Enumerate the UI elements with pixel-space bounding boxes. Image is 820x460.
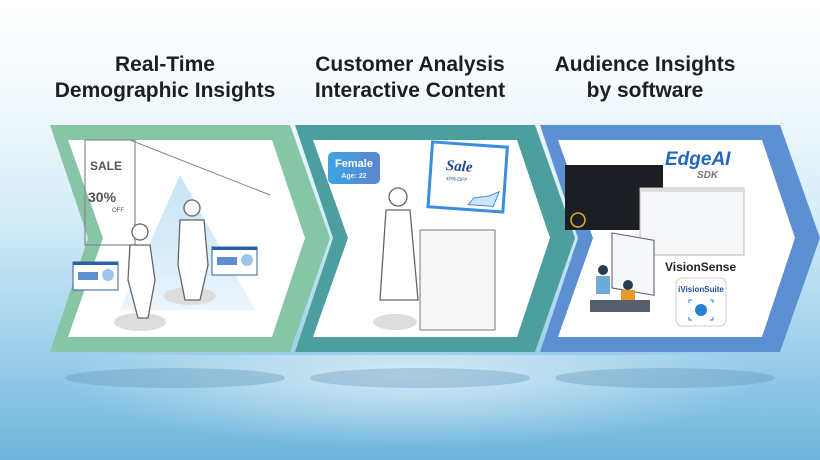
- edgeai-logo: EdgeAI: [665, 149, 731, 170]
- screen-discount-text: 40% OFF: [446, 176, 468, 183]
- panel-2-title: Customer Analysis Interactive Content: [285, 52, 535, 104]
- ivisionsuite-label: iVisionSuite: [678, 285, 724, 294]
- panel-1: SALE 30% OFF: [50, 125, 330, 352]
- customer-figure: [379, 187, 419, 301]
- title-line: Audience Insights: [554, 53, 736, 76]
- off-sign: OFF: [112, 208, 124, 214]
- panel-shadow: [310, 368, 530, 388]
- meeting-illustration: [590, 232, 655, 312]
- reflective-floor: [0, 355, 820, 460]
- sale-sign: SALE: [90, 159, 122, 173]
- badge-age: Age: 22: [341, 173, 366, 180]
- visionsense-label: VisionSense: [665, 260, 736, 274]
- title-line: Demographic Insights: [54, 79, 276, 102]
- title-line: Real-Time: [115, 53, 215, 76]
- title-line: by software: [586, 79, 704, 102]
- panel-2: Sale 40% OFF Female Age: 22: [295, 125, 575, 352]
- title-line: Customer Analysis: [315, 53, 505, 76]
- badge-gender: Female: [335, 158, 373, 170]
- panel-shadow: [555, 368, 775, 388]
- panel-3: EdgeAI SDK VisionSense iVisionSuite: [540, 125, 820, 352]
- screen-sale-text: Sale: [445, 158, 473, 176]
- shopper-figure: [127, 199, 209, 319]
- sdk-logo: SDK: [697, 170, 719, 181]
- analytics-widget: [211, 246, 258, 276]
- ivisionsuite-app-icon: iVisionSuite: [675, 277, 727, 327]
- panel-shadow: [65, 368, 285, 388]
- discount-sign: 30%: [88, 189, 117, 205]
- analytics-widget: [72, 261, 119, 291]
- title-line: Interactive Content: [314, 79, 506, 102]
- sale-screen: Sale 40% OFF: [426, 140, 509, 214]
- panel-1-title: Real-Time Demographic Insights: [40, 52, 290, 104]
- panel-3-title: Audience Insights by software: [520, 52, 770, 104]
- sdk-screenshot: [639, 187, 745, 256]
- female-badge: Female Age: 22: [328, 152, 380, 184]
